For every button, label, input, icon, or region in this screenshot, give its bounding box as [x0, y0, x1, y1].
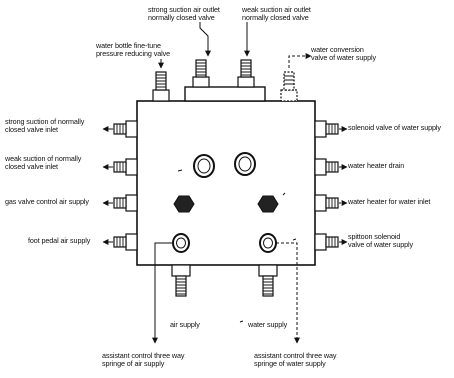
label-weak-suction-inlet: weak suction of normally closed valve in… [5, 154, 82, 172]
label-water-heater-inlet: water heater for water inlet [348, 197, 431, 206]
label-water-heater-drain: water heater drain [348, 161, 405, 170]
label-solenoid-valve: solenoid valve of water supply [348, 123, 441, 132]
label-assistant-air: assistant control three way springe of a… [102, 351, 185, 369]
fitting-strong-suction [192, 59, 210, 88]
label-strong-suction-inlet: strong suction of normally closed valve … [5, 117, 85, 135]
label-weak-suction-outlet: weak suction air outlet normally closed … [242, 5, 311, 23]
label-strong-suction-outlet: strong suction air outlet normally close… [148, 5, 220, 23]
manifold-block [136, 100, 316, 266]
label-water-conversion: water conversion valve of water supply [311, 45, 377, 63]
label-foot-pedal: foot pedal air supply [28, 236, 91, 245]
fitting-air-supply [171, 264, 191, 297]
right-fittings [314, 120, 339, 251]
label-air-supply: air supply [170, 320, 200, 329]
label-gas-valve: gas valve control air supply [5, 197, 89, 206]
fitting-water-conversion [280, 71, 298, 102]
leader-lines [102, 22, 348, 344]
label-water-supply: water supply [248, 320, 288, 329]
fitting-weak-suction [237, 59, 255, 88]
tick-marks [177, 169, 297, 323]
label-spittoon-solenoid: spittoon solenoid valve of water supply [348, 232, 414, 250]
fitting-water-supply [258, 264, 278, 297]
left-fittings [113, 120, 138, 251]
label-water-bottle: water bottle fine-tune pressure reducing… [96, 41, 171, 59]
hex-plug-left [173, 195, 195, 213]
fitting-water-bottle [152, 71, 170, 102]
top-plate [184, 86, 266, 102]
label-assistant-water: assistant control three way springe of w… [254, 351, 337, 369]
hex-plug-right [257, 195, 279, 213]
